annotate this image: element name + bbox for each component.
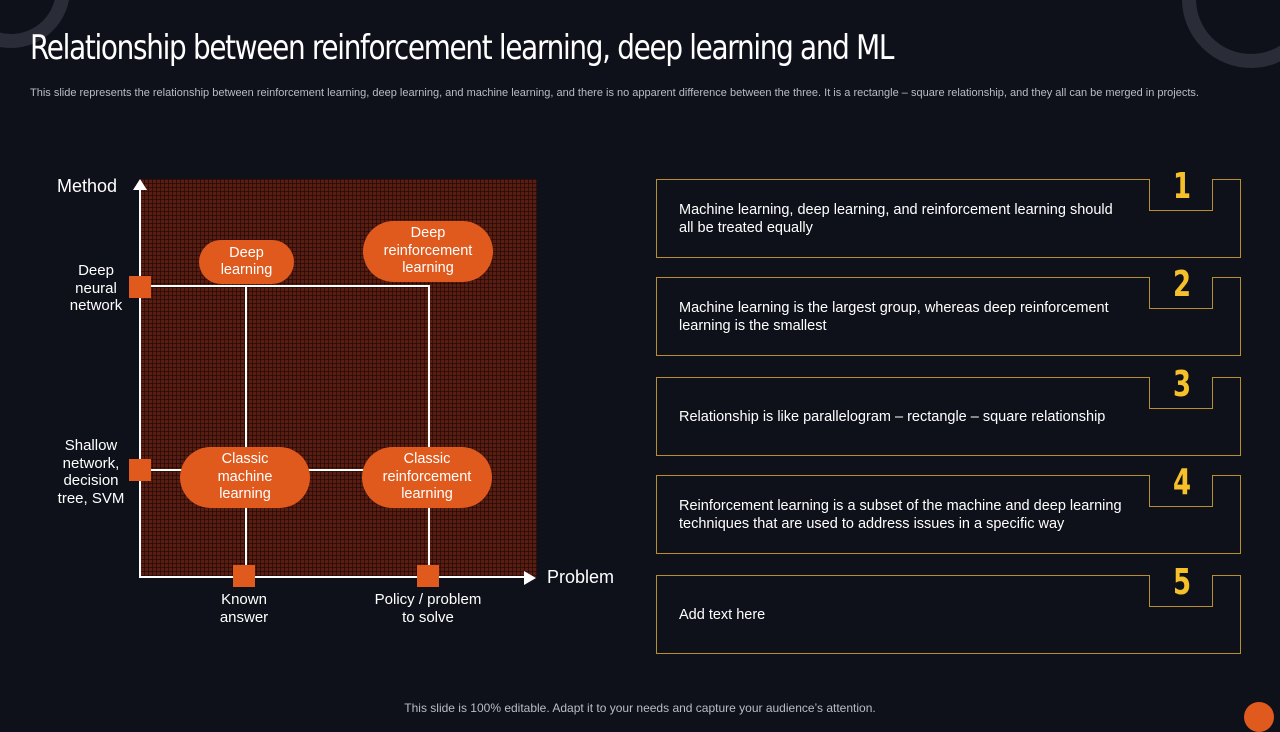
axis-marker bbox=[129, 276, 151, 298]
connector-line bbox=[245, 285, 247, 577]
node-deep-reinforcement-learning: Deep reinforcement learning bbox=[363, 221, 493, 282]
node-label: Deep reinforcement learning bbox=[383, 225, 473, 277]
point-number: 2 bbox=[1172, 264, 1192, 305]
point-text: Machine learning, deep learning, and rei… bbox=[679, 201, 1113, 236]
point-card: Machine learning is the largest group, w… bbox=[656, 265, 1241, 356]
node-deep-learning: Deep learning bbox=[199, 240, 294, 284]
node-classic-reinforcement-learning: Classic reinforcement learning bbox=[362, 447, 492, 508]
number-tab: 1 bbox=[1149, 167, 1213, 211]
x-axis-title: Problem bbox=[547, 567, 615, 587]
y-axis-title: Method bbox=[57, 176, 118, 196]
number-tab: 4 bbox=[1149, 463, 1213, 507]
point-text: Relationship is like parallelogram – rec… bbox=[679, 408, 1106, 425]
x-label-policy-problem: Policy / problem to solve bbox=[374, 591, 482, 626]
x-axis-arrow-icon bbox=[524, 571, 536, 585]
connector-line bbox=[140, 285, 429, 287]
point-number: 3 bbox=[1172, 364, 1192, 405]
point-number: 4 bbox=[1172, 462, 1192, 503]
node-classic-machine-learning: Classic machine learning bbox=[180, 447, 310, 508]
point-number: 5 bbox=[1172, 562, 1192, 603]
y-label-deep-neural-network: Deep neural network bbox=[69, 262, 123, 314]
point-number: 1 bbox=[1172, 166, 1192, 207]
y-label-shallow-network: Shallow network, decision tree, SVM bbox=[57, 437, 125, 507]
axis-marker bbox=[417, 565, 439, 587]
node-label: Classic machine learning bbox=[217, 451, 273, 503]
decorative-ring bbox=[1182, 0, 1280, 68]
footer-note: This slide is 100% editable. Adapt it to… bbox=[404, 701, 876, 715]
y-axis-arrow-icon bbox=[133, 179, 147, 190]
point-card: Machine learning, deep learning, and rei… bbox=[656, 167, 1241, 258]
point-card: Relationship is like parallelogram – rec… bbox=[656, 365, 1241, 456]
number-tab: 3 bbox=[1149, 365, 1213, 409]
point-card: Reinforcement learning is a subset of th… bbox=[656, 463, 1241, 554]
x-label-known-answer: Known answer bbox=[219, 591, 269, 626]
axis-marker bbox=[233, 565, 255, 587]
slide-subtitle: This slide represents the relationship b… bbox=[30, 87, 1199, 99]
node-label: Deep learning bbox=[220, 244, 273, 279]
node-label: Classic reinforcement learning bbox=[382, 451, 472, 503]
connector-line bbox=[428, 285, 430, 577]
point-text: Reinforcement learning is a subset of th… bbox=[679, 497, 1122, 532]
point-text: Machine learning is the largest group, w… bbox=[679, 299, 1109, 334]
number-tab: 5 bbox=[1149, 563, 1213, 607]
number-tab: 2 bbox=[1149, 265, 1213, 309]
point-card: Add text here 5 bbox=[656, 563, 1241, 654]
x-axis bbox=[139, 576, 526, 578]
axis-marker bbox=[129, 459, 151, 481]
decorative-dot bbox=[1244, 702, 1274, 732]
slide-title: Relationship between reinforcement learn… bbox=[30, 28, 894, 68]
y-axis bbox=[139, 186, 141, 577]
point-text: Add text here bbox=[679, 606, 766, 623]
